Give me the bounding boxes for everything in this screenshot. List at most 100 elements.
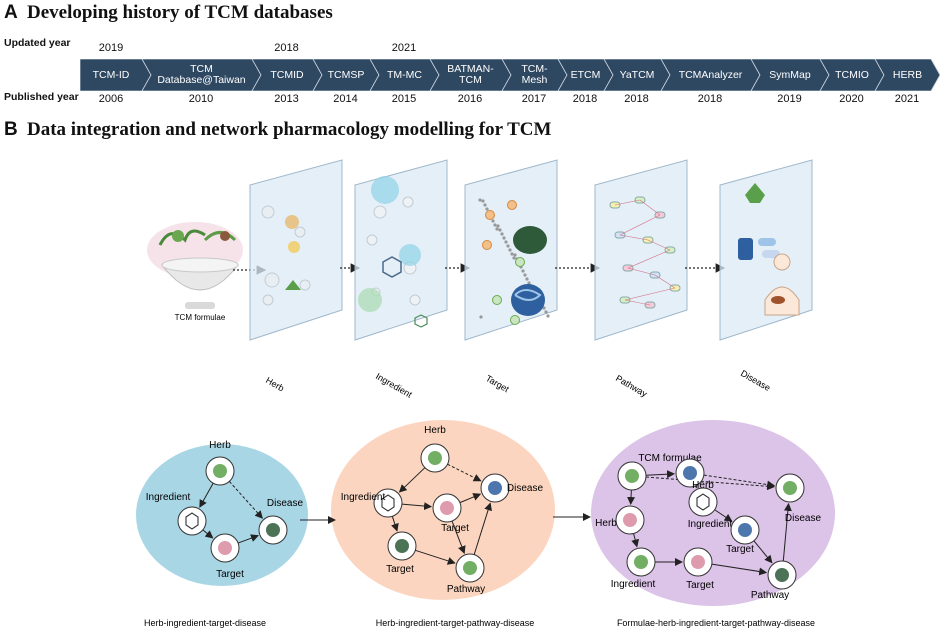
network-node: Pathway (447, 553, 485, 595)
layer-label: Pathway (614, 373, 649, 399)
edge-arrow (447, 463, 482, 482)
published-year: 2018 (697, 93, 723, 105)
edge-arrow (753, 540, 773, 564)
network-node: Ingredient (146, 492, 207, 536)
node-label: Herb (209, 440, 231, 451)
network-node: Pathway (751, 560, 797, 601)
node-label: Disease (785, 513, 822, 524)
published-year: 2015 (391, 93, 417, 105)
network-node: Target (210, 533, 244, 580)
timeline-segment (141, 59, 262, 91)
edge-arrow (645, 470, 676, 479)
database-name: ETCM (570, 68, 601, 81)
database-name: TCMAnalyzer (678, 68, 743, 81)
layer-label: Target (484, 373, 511, 394)
published-year: 2014 (333, 93, 358, 105)
network-node: Herb (675, 458, 714, 491)
layer-label: Herb (264, 375, 286, 393)
edge-arrow (199, 482, 214, 508)
node-label: TCM formulae (638, 453, 702, 464)
network-node: Disease (480, 473, 544, 503)
mortar-pestle-illustration (147, 222, 243, 309)
node-label: Disease (267, 498, 304, 509)
edge-arrow (202, 529, 214, 539)
edge-arrow (415, 549, 456, 565)
edge-arrow (711, 563, 768, 576)
layer-target: Target (464, 159, 558, 394)
network-node: Herb (595, 505, 645, 535)
node-label: Ingredient (688, 519, 733, 530)
timeline-segment (501, 59, 568, 91)
published-year: 2013 (274, 93, 299, 105)
layer-herb: Herb (249, 159, 343, 393)
database-timeline-ribbon (80, 59, 940, 91)
database-name: TCMSP (327, 68, 365, 81)
node-label: Disease (507, 483, 544, 494)
layer-label: Disease (739, 368, 772, 393)
tcm-formulae-label: TCM formulae (175, 313, 226, 322)
node-label: Pathway (447, 584, 485, 595)
network-node: Disease (775, 473, 822, 524)
edge-arrow (627, 489, 636, 506)
timeline-segment (369, 59, 440, 91)
timeline-segment (251, 59, 323, 91)
database-name: HERB (892, 68, 923, 81)
edge-arrow (401, 502, 433, 511)
database-name: TCMID (270, 68, 304, 81)
edge-arrow (451, 520, 466, 554)
network-node: Disease (258, 498, 304, 545)
edge-arrow (228, 481, 263, 519)
published-year: 2006 (98, 93, 124, 105)
node-label: Ingredient (611, 579, 656, 590)
updated-year: 2021 (391, 42, 417, 54)
timeline-segment (750, 59, 830, 91)
layer-disease: Disease (719, 159, 813, 393)
updated-year: 2018 (274, 42, 299, 54)
network-node: Herb (420, 425, 450, 473)
edge-arrow (459, 493, 482, 504)
model-caption: Herb-ingredient-target-pathway-disease (376, 618, 535, 628)
timeline-segment (557, 59, 614, 91)
section-a-letter: A (4, 2, 18, 23)
network-node: Target (683, 547, 714, 591)
network-model-2: HerbIngredientTargetTargetPathwayDisease… (331, 420, 555, 628)
node-label: Target (441, 523, 469, 534)
node-label: Target (216, 569, 244, 580)
database-name: BATMAN-TCM (447, 63, 494, 86)
node-label: Herb (595, 518, 617, 529)
timeline-segment (603, 59, 671, 91)
timeline-segment (874, 59, 940, 91)
section-a-title: Developing history of TCM databases (27, 2, 333, 23)
model-caption: Herb-ingredient-target-disease (144, 618, 266, 628)
layer-ingredient: Ingredient (354, 159, 448, 400)
edge-arrow (645, 476, 776, 491)
node-label: Target (386, 564, 414, 575)
updated-year: 2019 (98, 42, 124, 54)
model-background (136, 444, 308, 586)
node-label: Ingredient (146, 492, 191, 503)
network-node: Target (726, 515, 760, 555)
timeline-segment (819, 59, 885, 91)
database-name: TCM Database@Taiwan (157, 63, 246, 86)
model-caption: Formulae-herb-ingredient-target-pathway-… (617, 618, 815, 628)
published-year-label: Published year (4, 91, 79, 103)
network-node: Target (386, 531, 417, 575)
edge-arrow (473, 502, 492, 555)
node-label: Target (726, 544, 754, 555)
edge-arrow (714, 509, 733, 522)
edge-arrow (631, 533, 640, 548)
database-name: YaTCM (619, 68, 655, 81)
node-label: Herb (692, 480, 714, 491)
timeline-segment (312, 59, 380, 91)
database-name: TM-MC (387, 68, 422, 81)
node-label: Ingredient (341, 492, 386, 503)
edge-arrow (237, 534, 259, 544)
section-b-title: Data integration and network pharmacolog… (27, 119, 552, 140)
node-label: Target (686, 580, 714, 591)
published-year: 2020 (839, 93, 864, 105)
timeline-segment (660, 59, 761, 91)
published-year: 2016 (457, 93, 483, 105)
